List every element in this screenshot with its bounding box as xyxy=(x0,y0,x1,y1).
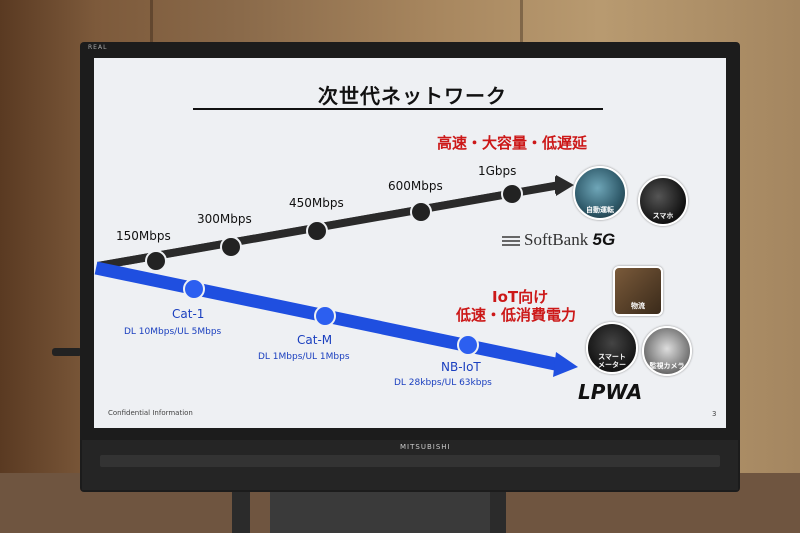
page-number: 3 xyxy=(712,410,717,418)
image-caption: 自動運転 xyxy=(586,206,614,214)
speed-node xyxy=(145,250,167,272)
smartphone-image: スマホ xyxy=(638,176,688,226)
lpwa-node-name: Cat-1 xyxy=(172,307,205,321)
speed-node xyxy=(220,236,242,258)
softbank-logo-bars xyxy=(502,236,520,246)
lpwa-node-detail: DL 10Mbps/UL 5Mbps xyxy=(124,327,222,337)
speed-node xyxy=(306,220,328,242)
iot-caption-2: 低速・低消費電力 xyxy=(456,306,577,324)
speed-node xyxy=(410,201,432,223)
iot-caption-1: IoT向け xyxy=(492,288,549,306)
speed-label: 150Mbps xyxy=(116,229,171,243)
lpwa-node-detail: DL 1Mbps/UL 1Mbps xyxy=(258,352,350,362)
lpwa-node xyxy=(457,334,479,356)
smart-meter-image: スマート メーター xyxy=(586,322,638,374)
logistics-image: 物流 xyxy=(613,266,663,316)
lpwa-node-name: Cat-M xyxy=(297,333,333,347)
image-caption: スマート メーター xyxy=(598,353,626,369)
lpwa-label: LPWA xyxy=(578,380,643,404)
lpwa-node xyxy=(183,278,205,300)
title-underline xyxy=(193,108,603,110)
tv-stand-base xyxy=(270,488,490,533)
image-caption: 監視カメラ xyxy=(649,362,685,370)
lpwa-node xyxy=(314,305,336,327)
softbank-logo-text: SoftBank xyxy=(524,230,589,249)
cable xyxy=(52,348,82,356)
highspeed-caption: 高速・大容量・低遅延 xyxy=(437,134,588,152)
speed-label: 300Mbps xyxy=(197,212,252,226)
lpwa-node-detail: DL 28kbps/UL 63kbps xyxy=(394,378,492,388)
lpwa-node-name: NB-IoT xyxy=(441,360,481,374)
image-caption: 物流 xyxy=(631,302,645,310)
slide-title: 次世代ネットワーク xyxy=(318,84,507,108)
speed-label: 600Mbps xyxy=(388,179,443,193)
softbank-5g: 5G xyxy=(592,230,616,249)
confidential-label: Confidential Information xyxy=(108,409,193,417)
speed-label: 1Gbps xyxy=(478,164,517,178)
auto-driving-image: 自動運転 xyxy=(573,166,627,220)
speed-label: 450Mbps xyxy=(289,196,344,210)
speed-node xyxy=(501,183,523,205)
tv-speaker-strip xyxy=(100,455,720,467)
surveillance-image: 監視カメラ xyxy=(642,326,692,376)
softbank-logo: SoftBank 5G xyxy=(524,230,615,250)
tv-corner-label: REAL xyxy=(88,44,108,51)
image-caption: スマホ xyxy=(652,212,674,220)
tv-brand-logo: MITSUBISHI xyxy=(400,443,451,451)
